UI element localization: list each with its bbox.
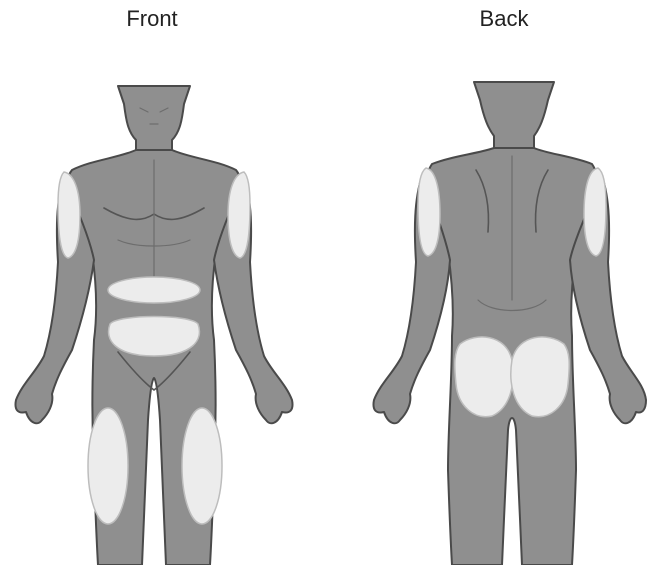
front-figure (15, 86, 292, 565)
back-figure (373, 82, 646, 565)
front-head (118, 86, 190, 152)
front-left-thigh-site (88, 408, 128, 524)
back-right-buttock-site (511, 337, 569, 417)
back-left-buttock-site (455, 337, 513, 417)
front-lower-abdomen-site (109, 317, 200, 357)
back-right-upper-arm-site (584, 168, 606, 256)
front-upper-abdomen-site (108, 277, 200, 303)
front-right-thigh-site (182, 408, 222, 524)
back-left-upper-arm-site (418, 168, 440, 256)
back-head (474, 82, 554, 150)
